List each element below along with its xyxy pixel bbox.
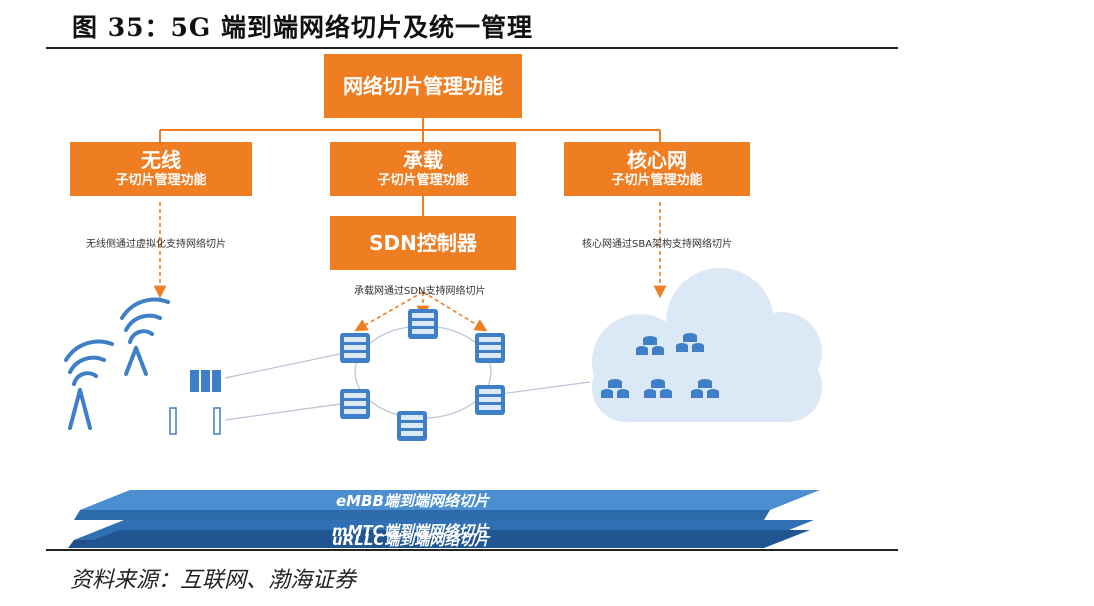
wireless-subtitle: 子切片管理功能 bbox=[115, 173, 207, 188]
figure-title: 图 35：5G 端到端网络切片及统一管理 bbox=[72, 13, 533, 42]
core-box: 核心网 子切片管理功能 bbox=[564, 142, 750, 196]
core-note: 核心网通过SBA架构支持网络切片 bbox=[582, 239, 733, 250]
slice-management-box: 网络切片管理功能 bbox=[324, 54, 522, 118]
transport-title: 承载 bbox=[403, 148, 443, 172]
base-station-rack bbox=[169, 370, 221, 435]
slice-management-label: 网络切片管理功能 bbox=[343, 74, 503, 98]
wireless-note: 无线侧通过虚拟化支持网络切片 bbox=[86, 239, 226, 250]
core-cloud bbox=[592, 268, 822, 422]
slice-label-mmtc: mMTC端到端网络切片 bbox=[332, 522, 489, 540]
bottom-rule bbox=[46, 549, 898, 551]
sdn-controller-box: SDN控制器 bbox=[330, 216, 516, 270]
tree-connectors bbox=[159, 118, 661, 216]
link-lines bbox=[224, 325, 591, 421]
antenna-icons bbox=[64, 297, 170, 430]
diagram-graphics bbox=[64, 118, 822, 548]
slice-band-bottom bbox=[72, 530, 810, 548]
network-slicing-diagram: 网络切片管理功能 无线 子切片管理功能 承载 子切片管理功能 核心网 子切片管理… bbox=[60, 52, 850, 549]
top-rule bbox=[46, 47, 898, 49]
slice-label-embb: eMBB端到端网络切片 bbox=[336, 492, 489, 510]
figure-source: 资料来源：互联网、渤海证券 bbox=[70, 568, 357, 593]
core-title: 核心网 bbox=[627, 148, 687, 172]
wireless-box: 无线 子切片管理功能 bbox=[70, 142, 252, 196]
core-subtitle: 子切片管理功能 bbox=[611, 173, 703, 188]
sdn-controller-label: SDN控制器 bbox=[369, 231, 477, 255]
transport-box: 承载 子切片管理功能 bbox=[330, 142, 516, 196]
slice-label-urllc: uRLLC端到端网络切片 bbox=[332, 531, 490, 549]
transport-ring-servers bbox=[340, 309, 505, 441]
transport-subtitle: 子切片管理功能 bbox=[377, 173, 469, 188]
dashed-arrows bbox=[153, 202, 667, 332]
transport-note: 承载网通过SDN支持网络切片 bbox=[354, 286, 486, 297]
wireless-title: 无线 bbox=[141, 148, 181, 172]
